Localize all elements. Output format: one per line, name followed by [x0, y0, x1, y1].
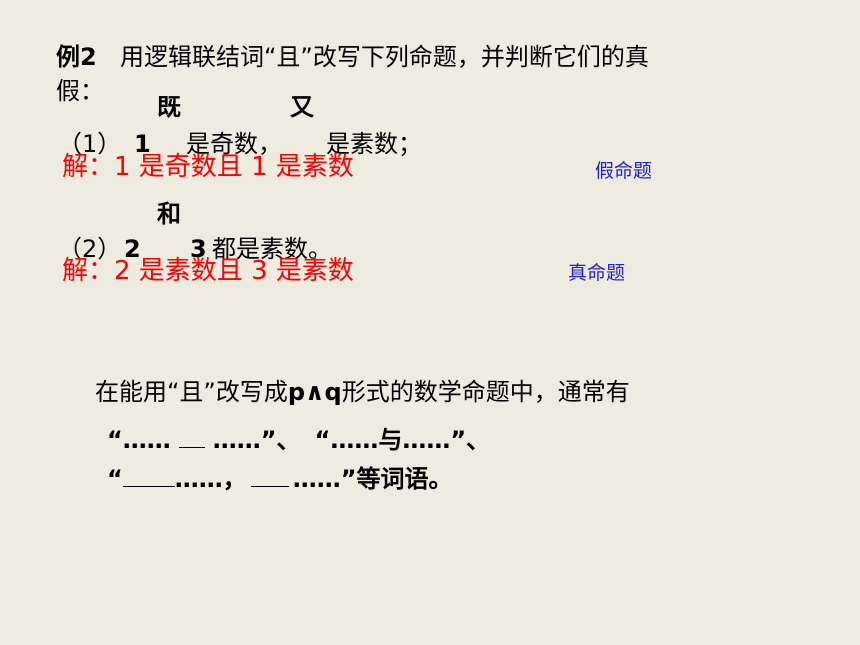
verdict-2: 真命题: [568, 262, 626, 284]
summary-line-2-end: “……与……”、: [314, 426, 491, 454]
summary-line-2-start: “……: [107, 426, 171, 454]
item-2-number-2: 3: [190, 235, 207, 263]
summary-line-3: “ ……， ……”等词语。: [107, 464, 453, 494]
item-2-text: 都是素数。: [212, 235, 332, 263]
item-1-label: （1）: [58, 130, 122, 158]
example-label: 例2: [56, 43, 97, 71]
summary-line-1-end: 形式的数学命题中，通常有: [341, 378, 630, 406]
item-1-text-2: 是素数；: [326, 130, 422, 158]
hint-you: 又: [290, 93, 314, 121]
verdict-1: 假命题: [595, 160, 653, 182]
summary-p-and-q: p∧q: [287, 378, 342, 406]
blank-2: [122, 464, 175, 487]
summary-line-3-end: ……”等词语。: [292, 465, 453, 493]
item-1-text: 是奇数，: [186, 130, 282, 158]
summary-line-2-mid: ……”、: [212, 426, 301, 454]
blank-3: [250, 464, 289, 487]
summary-line-3-start: “: [107, 465, 123, 493]
item-2-label: （2）: [58, 235, 122, 263]
answer-2: 解：2 是素数且 3 是素数: [62, 256, 354, 286]
summary-line-3-mid: ……，: [174, 465, 247, 493]
summary-line-1-start: 在能用“且”改写成: [95, 378, 288, 406]
blank-1: [178, 425, 205, 448]
item-1-number: 1: [134, 130, 151, 158]
summary-line-1: 在能用“且”改写成p∧q形式的数学命题中，通常有: [95, 377, 630, 407]
prompt-line-2: 假：: [56, 77, 104, 105]
prompt-line-1: 用逻辑联结词“且”改写下列命题，并判断它们的真: [120, 43, 649, 71]
summary-line-2: “…… ……”、 “……与……”、: [107, 425, 490, 455]
answer-1: 解：1 是奇数且 1 是素数: [62, 152, 354, 182]
item-2-number: 2: [124, 235, 141, 263]
hint-he: 和: [157, 200, 181, 228]
hint-ji: 既: [157, 93, 181, 121]
